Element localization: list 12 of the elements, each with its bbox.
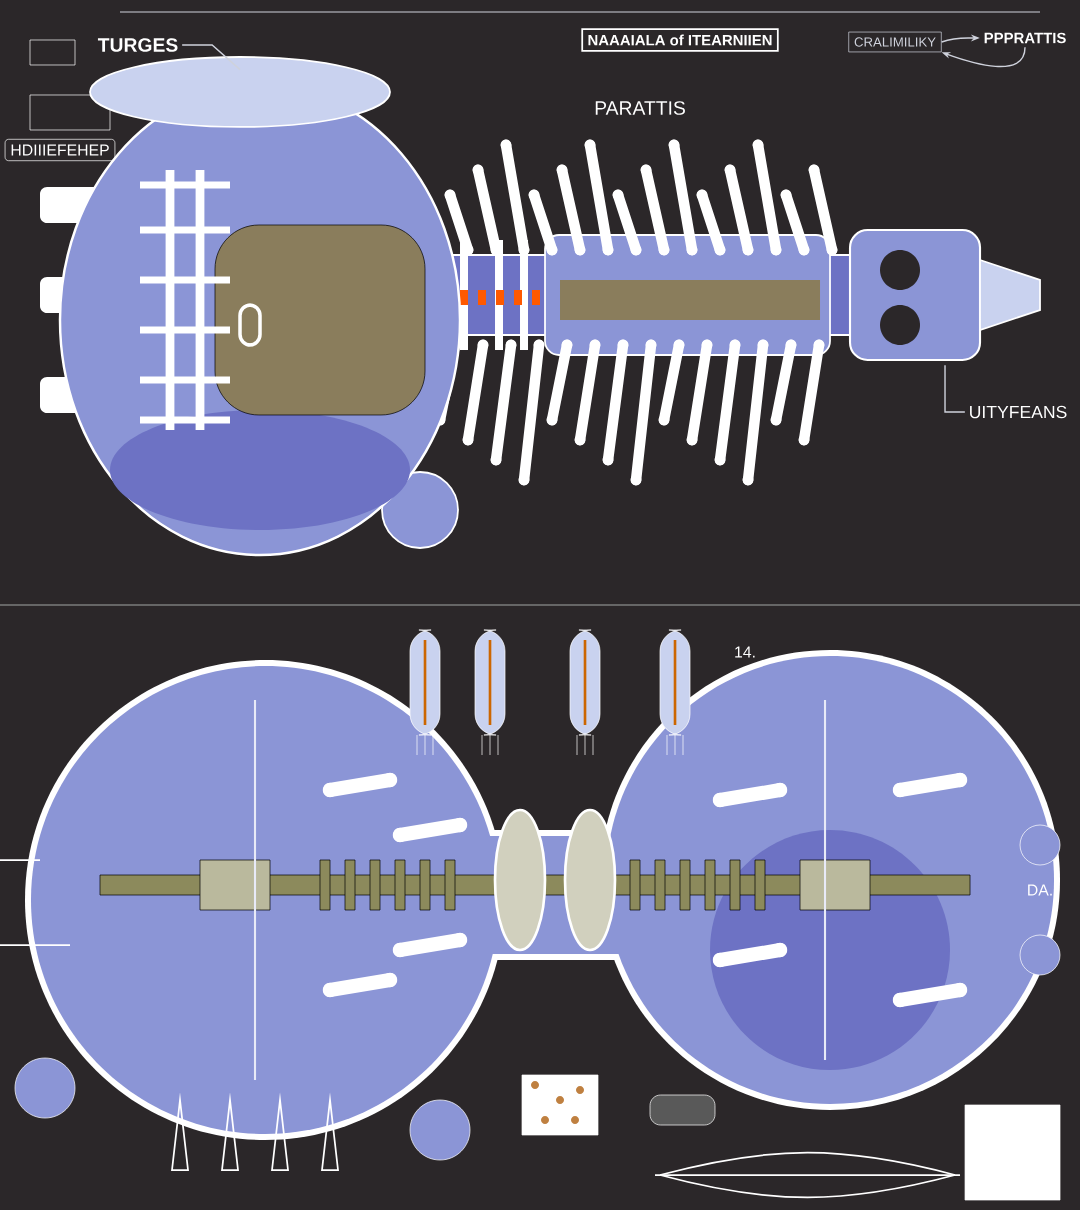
label: PARATTIS bbox=[595, 101, 685, 115]
label-box: CRALIMILIKY bbox=[848, 31, 942, 53]
leader-line bbox=[181, 44, 241, 71]
part-label: UITYFEANS bbox=[970, 405, 1067, 419]
label: DA. bbox=[1028, 884, 1052, 896]
title-box: NAAAIALA of ITEARNIIEN bbox=[581, 28, 779, 52]
badge: HDIIIEFEHEP bbox=[4, 138, 116, 162]
part-label: PPPRATTIS bbox=[984, 32, 1066, 44]
nose-cone-drawing bbox=[848, 228, 1041, 362]
leader-line bbox=[944, 364, 966, 413]
label: 14. bbox=[735, 646, 755, 658]
part-label: TURGES bbox=[97, 38, 178, 52]
